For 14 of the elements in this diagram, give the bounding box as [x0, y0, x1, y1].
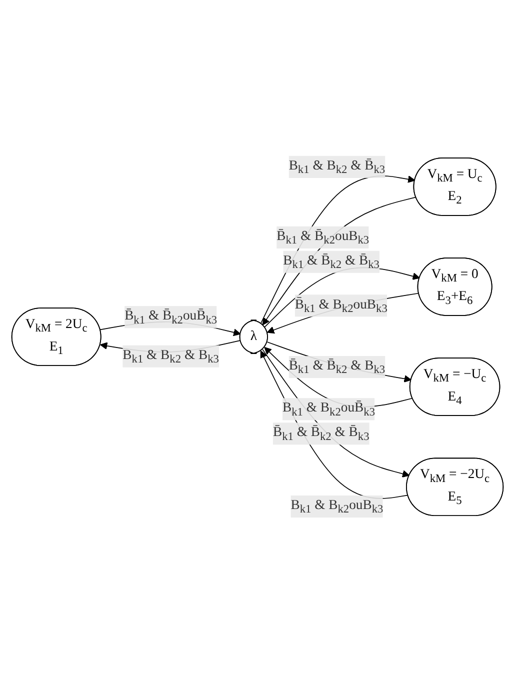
edge-label: B̄$_{k1}$ & B̄$_{k2}$ & B̄$_{k3}$ — [272, 424, 370, 442]
arrow — [266, 292, 420, 334]
state-diagram: B$_{k1}$ & B$_{k2}$ & B$_{k3}$ B̄$_{k1}$ & B̄$_{k2}$ouB̄$_{k3}$ B$_{k1}$ & B$_{k2}$ & B̄$_{k3}$ B̄$_{k1}$ & B̄$_{k2}$ouB$_{k3}$ B$_{k1}$ & B̄$_{k2}$ & B̄$_{k3}$ B̄$_{k1}$ & B$_{k2}$ouB$_{k3}$ B̄$_{k1}$ & B̄$_{k2}$ & B$_{k3}$ B$_{k1}$ & B$_{k2}$ouB̄$_{k3}$ B̄$_{k1}$ & B̄$_{k2}$ & B̄$_{k3}$ B$_{k1}$ & B$_{k2}$ouB$_{k3}$ V$_{kM}$ = 2U$_{c}$ E$_{1}$ V$_{kM}$ = U$_{c}$ E$_{2}$ V$_{kM}$ = 0 E$_{3}$+E$_{6}$ V$_{kM}$ = −U$_{c}$ E$_{4}$ V$_{kM}$ = −2U$_{c}$ E$_{5}$ λ — [5, 148, 510, 524]
edge-label: B$_{k1}$ & B$_{k2}$ & B̄$_{k3}$ — [288, 158, 386, 176]
edge-label: B$_{k1}$ & B$_{k2}$ & B$_{k3}$ — [122, 347, 219, 365]
edge-label: B̄$_{k1}$ & B̄$_{k2}$ouB̄$_{k3}$ — [124, 308, 218, 326]
arrow — [264, 266, 420, 328]
arrow — [264, 346, 413, 407]
edge-label: B̄$_{k1}$ & B$_{k2}$ouB$_{k3}$ — [294, 296, 388, 314]
edge-label: B̄$_{k1}$ & B̄$_{k2}$ouB$_{k3}$ — [276, 228, 370, 246]
edge-label: B$_{k1}$ & B̄$_{k2}$ & B̄$_{k3}$ — [283, 253, 380, 270]
edge-label: B$_{k1}$ & B$_{k2}$ouB$_{k3}$ — [290, 498, 384, 515]
edge-label: B̄$_{k1}$ & B̄$_{k2}$ & B$_{k3}$ — [288, 358, 386, 376]
edge-label: B$_{k1}$ & B$_{k2}$ouB̄$_{k3}$ — [282, 400, 375, 418]
